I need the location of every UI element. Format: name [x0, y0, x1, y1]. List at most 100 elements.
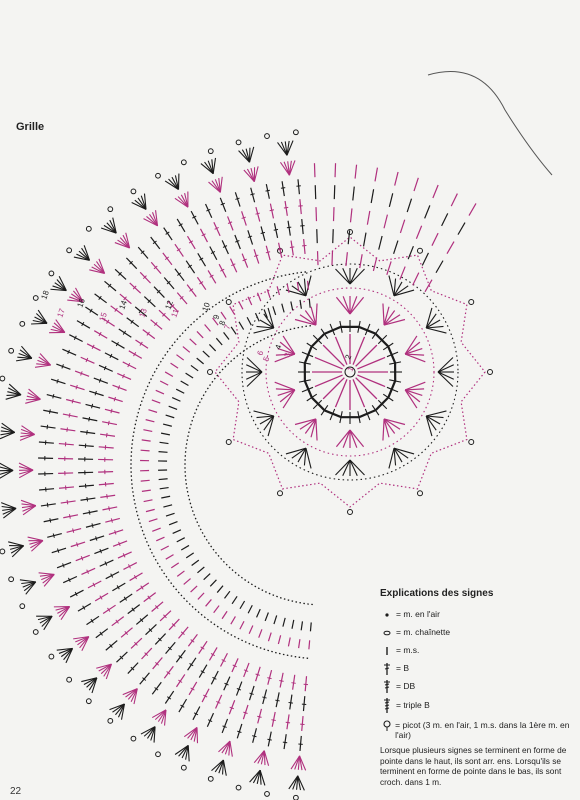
tripleb-icon — [380, 697, 394, 714]
stitch — [393, 285, 409, 297]
stitch — [25, 398, 41, 404]
stitch — [160, 545, 170, 551]
stitch — [122, 373, 125, 379]
stitch — [91, 677, 98, 694]
stitch — [178, 679, 183, 683]
stitch — [126, 317, 140, 328]
stitch — [68, 413, 71, 418]
stitch — [56, 363, 71, 370]
stitch — [69, 296, 84, 303]
stitch — [112, 703, 125, 713]
stitch — [366, 210, 371, 225]
stitch — [107, 607, 111, 612]
stitch — [114, 530, 117, 535]
stitch — [158, 451, 168, 453]
stitch — [263, 750, 270, 766]
stitch — [167, 646, 172, 651]
stitch — [196, 331, 204, 339]
picot — [32, 629, 39, 635]
stitch — [207, 160, 214, 174]
stitch — [105, 663, 112, 680]
stitch — [275, 353, 295, 356]
stitch — [125, 257, 138, 270]
stitch — [108, 529, 124, 535]
stitch — [308, 640, 311, 650]
stitch — [145, 419, 155, 423]
thread-line — [427, 71, 553, 176]
picot — [235, 139, 242, 146]
b-icon — [380, 662, 394, 676]
stitch — [5, 394, 22, 400]
stitch — [154, 605, 159, 610]
stitch — [252, 735, 257, 738]
stitch — [281, 181, 285, 197]
stitch — [218, 759, 224, 774]
stitch — [106, 319, 110, 324]
stitch — [40, 425, 56, 429]
stitch — [426, 325, 444, 329]
chart-strokes — [0, 71, 553, 800]
stitch — [406, 198, 413, 213]
stitch — [255, 673, 260, 676]
stitch — [349, 296, 358, 315]
stitch — [234, 192, 241, 207]
stitch — [377, 334, 388, 345]
stitch — [153, 286, 165, 298]
stitch — [143, 429, 153, 433]
stitch — [162, 252, 173, 266]
stitch — [425, 319, 441, 329]
stitch — [320, 404, 329, 416]
stitch — [58, 647, 73, 654]
stitch — [178, 655, 183, 659]
picot — [207, 148, 214, 155]
stitch — [257, 708, 263, 724]
stitch — [209, 274, 214, 278]
round-label: 1 — [345, 365, 355, 373]
stitch — [399, 266, 406, 280]
round-label: 13 — [137, 307, 149, 319]
stitch — [178, 223, 183, 227]
stitch — [265, 183, 270, 199]
stitch — [210, 251, 216, 254]
stitch — [130, 688, 138, 702]
stitch — [362, 232, 367, 247]
stitch — [298, 361, 311, 365]
stitch — [118, 328, 132, 338]
stitch — [18, 469, 34, 475]
stitch — [0, 431, 15, 436]
stitch — [76, 320, 91, 329]
stitch — [315, 418, 318, 441]
stitch — [151, 709, 167, 719]
stitch — [235, 197, 240, 200]
stitch — [139, 618, 144, 623]
stitch — [41, 573, 55, 581]
stitch — [170, 362, 179, 369]
stitch — [176, 537, 186, 543]
stitch — [41, 615, 53, 627]
legend-label: = DB — [396, 681, 416, 692]
stitch — [216, 585, 224, 593]
stitch — [18, 462, 34, 471]
stitch — [407, 245, 414, 260]
stitch — [130, 319, 134, 324]
stitch — [47, 532, 62, 538]
stitch — [117, 239, 130, 249]
stitch — [288, 775, 299, 790]
legend-label: = m.s. — [396, 645, 420, 656]
picot — [0, 375, 6, 382]
stitch — [36, 363, 51, 366]
stitch — [207, 270, 217, 284]
stitch — [312, 399, 323, 410]
picot — [468, 439, 475, 445]
stitch — [67, 349, 70, 355]
stitch — [211, 759, 224, 772]
stitch — [342, 268, 351, 285]
stitch — [252, 728, 258, 743]
stitch — [349, 429, 365, 448]
stitch — [241, 211, 247, 226]
legend-item: = m. en l'air — [380, 606, 576, 624]
picot — [130, 188, 137, 195]
stitch — [106, 494, 108, 499]
stitch — [112, 582, 126, 592]
stitch — [283, 734, 287, 750]
